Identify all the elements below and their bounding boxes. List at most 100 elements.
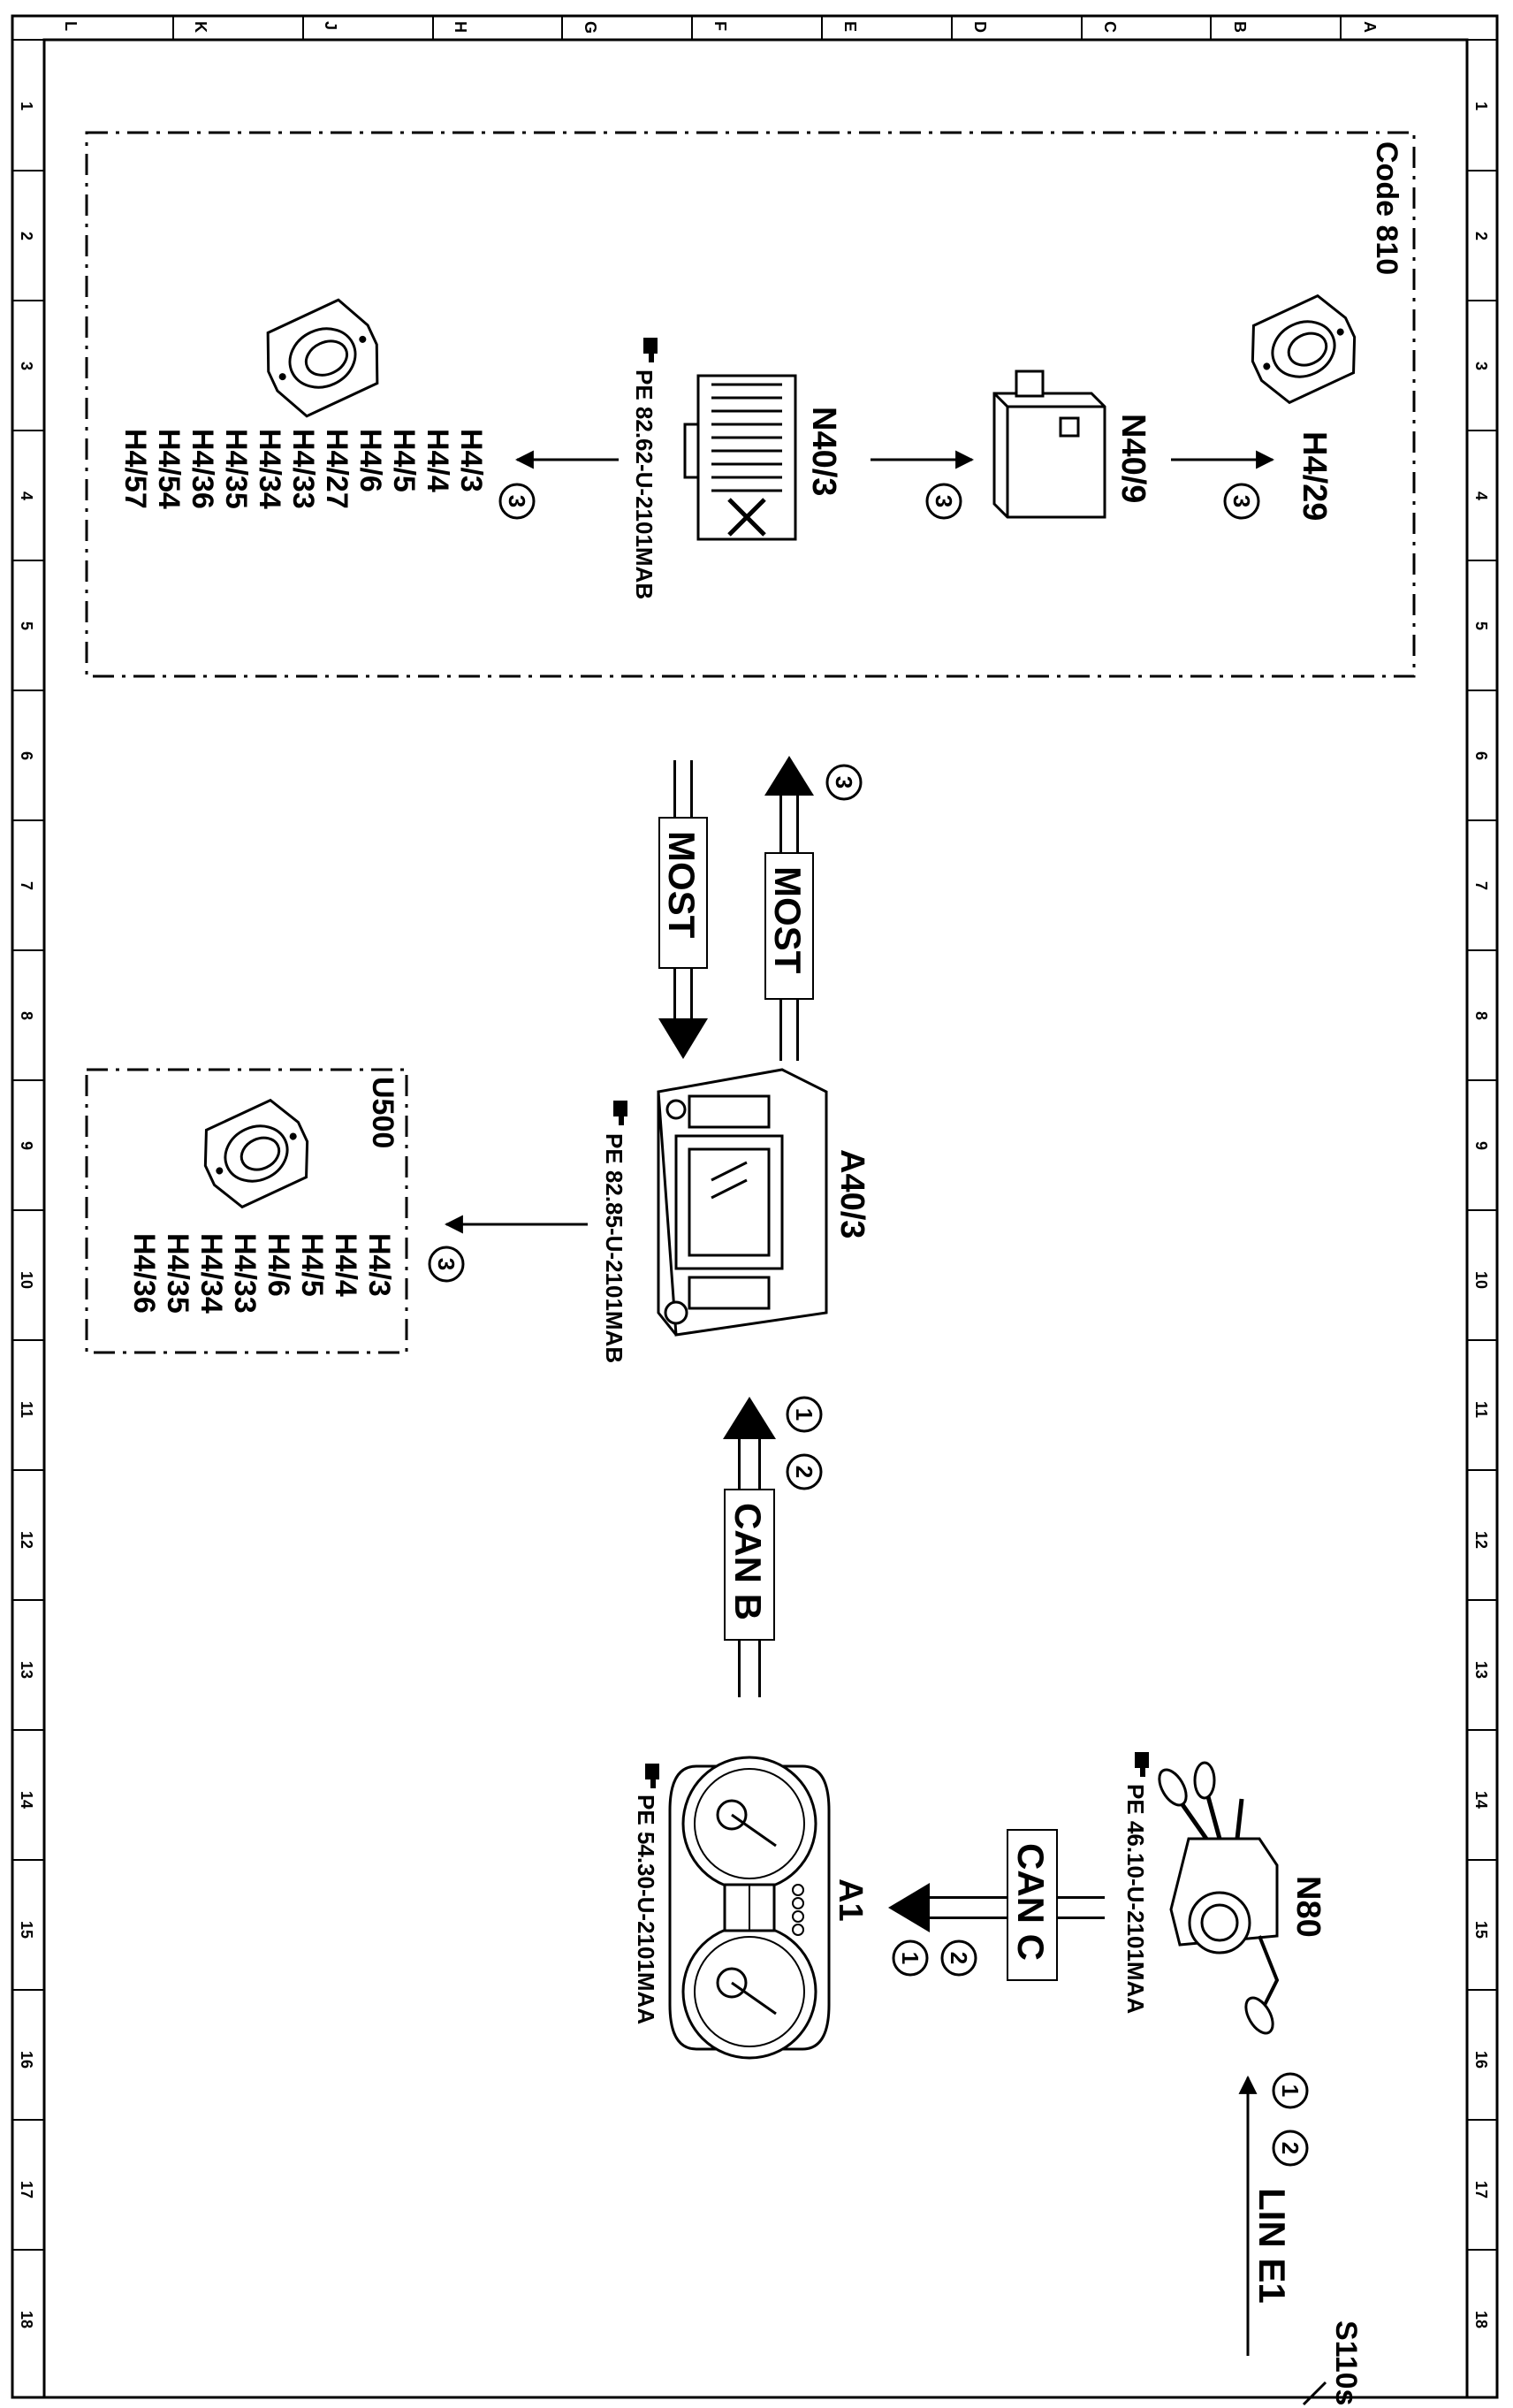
column-letter: F: [711, 21, 729, 31]
row-number: 17: [1472, 2181, 1490, 2198]
row-number: 5: [1472, 621, 1490, 630]
column-letter: J: [322, 21, 339, 30]
row-number: 16: [1472, 2051, 1490, 2069]
row-number: 14: [1472, 1791, 1490, 1809]
h4-29-label: H4/29: [1296, 431, 1333, 521]
code-810-box: [85, 131, 1416, 678]
svg-text:2: 2: [791, 1466, 817, 1478]
s110s-leader-line: [1302, 2381, 1327, 2406]
row-number: 10: [18, 1271, 35, 1289]
row-number: 16: [18, 2051, 35, 2069]
code-810-speaker-list: H4/3H4/4H4/5H4/6H4/27H4/33H4/34H4/35H4/3…: [118, 429, 488, 509]
lin-e1-label: LIN E1: [1251, 2188, 1293, 2304]
marker-3: 3: [825, 764, 863, 801]
can-b-bus: CAN B: [723, 1397, 776, 1697]
speaker-id: H4/4: [329, 1233, 362, 1297]
svg-text:1: 1: [897, 1952, 924, 1964]
speaker-id: H4/34: [194, 1233, 228, 1314]
row-number: 15: [1472, 1921, 1490, 1939]
row-number: 3: [18, 362, 35, 370]
row-number: 2: [18, 232, 35, 240]
marker-2: 2: [786, 1453, 823, 1490]
row-number: 17: [18, 2181, 35, 2198]
row-number: 5: [18, 621, 35, 630]
marker-1: 1: [786, 1396, 823, 1433]
speaker-id: H4/3: [454, 429, 488, 492]
row-number: 13: [1472, 1661, 1490, 1679]
speaker-id: H4/27: [320, 429, 354, 509]
column-letter: C: [1101, 21, 1119, 33]
control-module-icon: [992, 370, 1106, 519]
u500-box: [85, 1068, 408, 1354]
column-ticks: [172, 16, 1342, 40]
marker-1: 1: [892, 1939, 929, 1977]
svg-text:1: 1: [1277, 2084, 1304, 2097]
marker-3: 3: [925, 483, 962, 520]
a1-reference: PE 54.30-U-2101MAA: [633, 1795, 659, 2024]
svg-text:2: 2: [946, 1952, 972, 1964]
svg-text:1: 1: [791, 1408, 817, 1421]
most-bus-down: MOST: [658, 760, 708, 1059]
speaker-id: H4/36: [186, 429, 219, 509]
a1-label: A1: [832, 1878, 869, 1922]
lin-e1-bus: LIN E1: [1238, 2075, 1293, 2356]
speaker-icon: [203, 1098, 309, 1209]
row-number: 4: [18, 492, 35, 500]
speaker-id: H4/3: [362, 1233, 396, 1297]
a40-3-reference: PE 82.85-U-2101MAB: [601, 1133, 627, 1363]
speaker-id: H4/54: [152, 429, 186, 509]
speaker-id: H4/35: [161, 1233, 194, 1314]
a40-3-label: A40/3: [833, 1149, 871, 1238]
column-letter: L: [62, 21, 80, 31]
speaker-id: H4/5: [295, 1233, 329, 1297]
n40-3-reference: PE 82.62-U-2101MAB: [631, 370, 658, 599]
row-number: 11: [1472, 1401, 1490, 1418]
marker-1: 1: [1272, 2072, 1309, 2109]
svg-text:3: 3: [504, 495, 530, 507]
svg-text:3: 3: [831, 776, 857, 789]
row-number: 9: [1472, 1141, 1490, 1150]
row-number: 6: [18, 751, 35, 760]
amplifier-icon: [683, 374, 797, 541]
u500-label: U500: [366, 1077, 399, 1148]
can-b-label: CAN B: [727, 1503, 769, 1620]
can-c-label: CAN C: [1010, 1843, 1052, 1961]
svg-text:3: 3: [1228, 495, 1255, 507]
speaker-id: H4/35: [219, 429, 253, 509]
row-number: 15: [18, 1921, 35, 1939]
s110s-label: S110s: [1329, 2320, 1363, 2405]
row-number: 1: [18, 102, 35, 110]
speaker-icon: [1251, 293, 1357, 405]
row-number: 13: [18, 1661, 35, 1679]
speaker-id: H4/57: [118, 429, 152, 509]
row-number: 4: [1472, 492, 1490, 500]
n80-reference: PE 46.10-U-2101MAA: [1122, 1784, 1149, 2014]
reference-hand-icon: [645, 1764, 659, 1788]
steering-column-switch-icon: [1158, 1761, 1280, 2035]
row-number: 9: [18, 1141, 35, 1150]
row-ticks: [12, 170, 1497, 2251]
column-letter: D: [971, 21, 989, 33]
row-number: 11: [18, 1401, 35, 1418]
n80-label: N80: [1289, 1876, 1327, 1938]
head-unit-icon: [657, 1068, 828, 1337]
row-number: 14: [18, 1791, 35, 1809]
row-number: 8: [1472, 1011, 1490, 1020]
speaker-id: H4/5: [387, 429, 421, 492]
svg-text:3: 3: [931, 495, 957, 507]
column-letter: K: [192, 21, 209, 33]
column-letter: G: [582, 21, 599, 34]
reference-hand-icon: [1135, 1752, 1149, 1777]
row-number: 12: [1472, 1531, 1490, 1549]
n40-3-label: N40/3: [805, 407, 842, 496]
marker-3: 3: [498, 483, 536, 520]
row-number: 3: [1472, 362, 1490, 370]
speaker-id: H4/6: [262, 1233, 295, 1297]
row-number: 10: [1472, 1271, 1490, 1289]
row-number: 7: [1472, 881, 1490, 890]
